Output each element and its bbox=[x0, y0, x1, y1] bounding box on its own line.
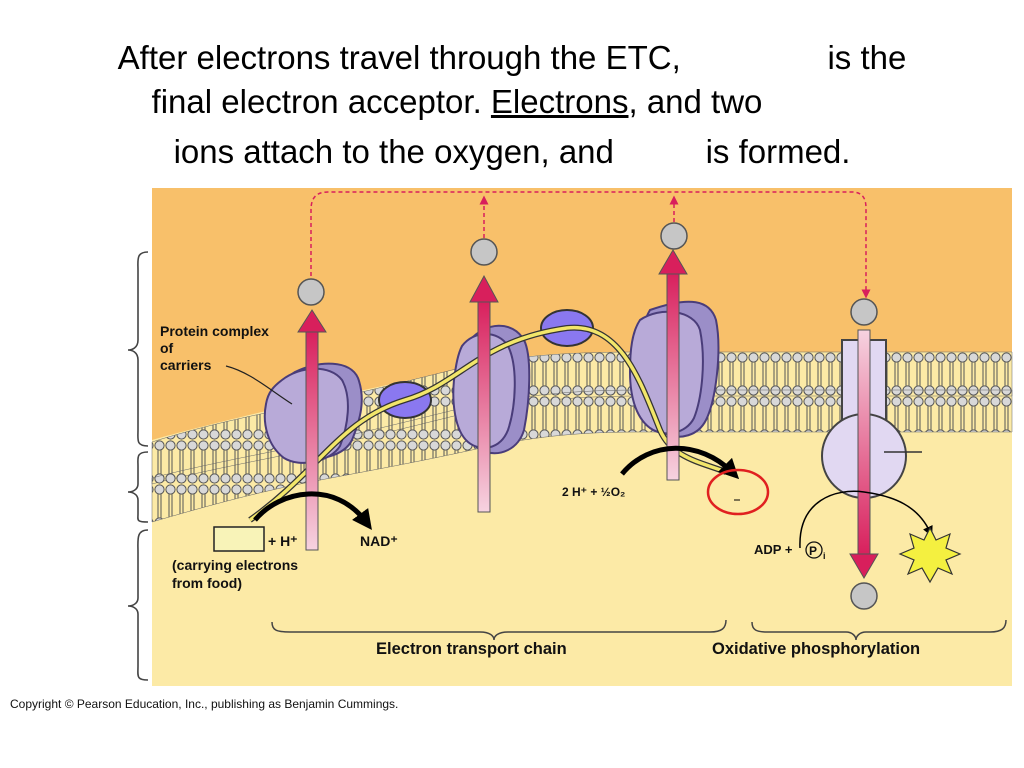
carrying-label-line-1: (carrying electrons bbox=[172, 557, 298, 573]
protein-label-line-1: Protein complex bbox=[160, 323, 269, 339]
protein-complex-2 bbox=[452, 324, 531, 455]
nad-label: NAD⁺ bbox=[360, 533, 398, 549]
title-text-3b: is formed. bbox=[705, 133, 851, 170]
left-braces bbox=[127, 251, 149, 681]
title-text-2b: , and two bbox=[628, 83, 763, 120]
etc-bracket bbox=[271, 619, 727, 641]
title-text-1b: is the bbox=[827, 39, 907, 76]
phosphate-circle-icon bbox=[805, 541, 823, 559]
protein-label-pointer bbox=[225, 365, 293, 405]
copyright-notice: Copyright © Pearson Education, Inc., pub… bbox=[10, 697, 399, 711]
slide-title-line-1: After electrons travel through the ETC, … bbox=[0, 38, 1024, 78]
slide-title-line-3: ions attach to the oxygen, and is formed… bbox=[0, 132, 1024, 172]
adp-label: ADP + bbox=[754, 542, 793, 557]
water-highlight-circle bbox=[706, 468, 770, 516]
atp-starburst-icon bbox=[898, 526, 962, 584]
nadh-blank-box bbox=[213, 526, 265, 552]
protein-label-line-3: carriers bbox=[160, 357, 212, 373]
title-text-1a: After electrons travel through the ETC, bbox=[117, 39, 681, 76]
proton-arrow-2 bbox=[469, 238, 499, 513]
proton-arrow-3 bbox=[658, 222, 688, 481]
pi-label: P bbox=[809, 544, 817, 558]
oxphos-bracket bbox=[751, 619, 1007, 641]
nad-arrow bbox=[253, 491, 372, 531]
water-arrow bbox=[620, 445, 740, 480]
electron-path bbox=[248, 325, 727, 522]
pi-subscript: i bbox=[823, 551, 826, 561]
etc-label: Electron transport chain bbox=[376, 640, 567, 658]
adp-arrow bbox=[799, 490, 933, 549]
proton-flow-dashed bbox=[310, 191, 871, 299]
oxygen-label: 2 H⁺ + ½O₂ bbox=[562, 485, 625, 499]
oxphos-label: Oxidative phosphorylation bbox=[712, 640, 920, 658]
title-text-2a: final electron acceptor. bbox=[151, 83, 482, 120]
protein-label-line-2: of bbox=[160, 340, 174, 356]
h-label: + H⁺ bbox=[268, 533, 298, 549]
title-text-3a: ions attach to the oxygen, and bbox=[173, 133, 614, 170]
proton-arrow-down bbox=[849, 298, 879, 610]
slide-title-line-2: final electron acceptor. Electrons, and … bbox=[0, 82, 1024, 122]
electrons-link[interactable]: Electrons bbox=[490, 83, 629, 120]
carrying-label-line-2: from food) bbox=[172, 575, 242, 591]
